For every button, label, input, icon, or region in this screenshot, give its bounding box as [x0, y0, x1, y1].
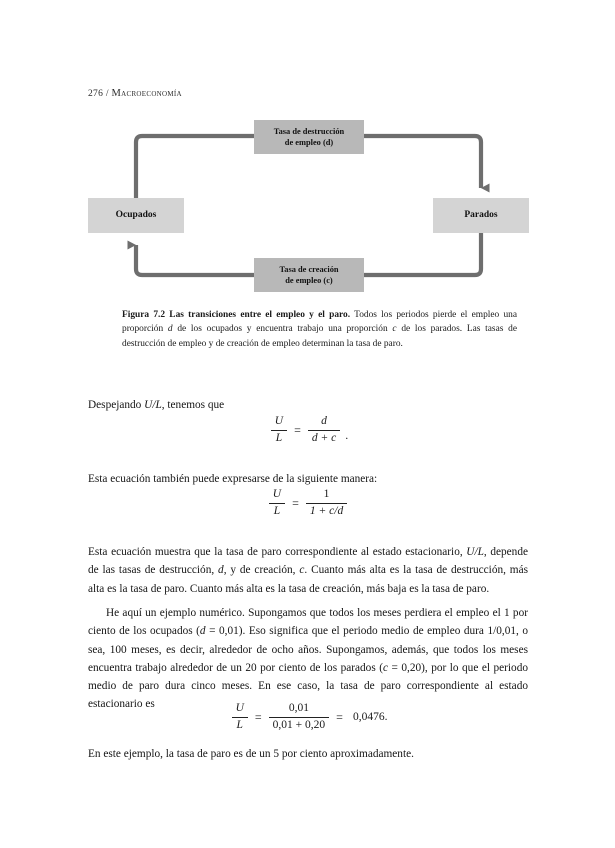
paragraph-1-var: U/L	[144, 399, 162, 411]
figure-caption-var-c: c	[392, 324, 397, 335]
paragraph-3-var-ul: U/L	[466, 546, 484, 558]
equation-3-rhs-numerator: 0,01	[288, 702, 309, 714]
equation-2-rhs-bar	[305, 502, 348, 504]
destruction-rate-line-2: de empleo (d)	[284, 138, 334, 147]
equation-2-relation: =	[292, 495, 299, 510]
paragraph-1-text-a: Despejando	[88, 399, 145, 411]
paragraph-4-var-d: d	[199, 625, 206, 638]
node-unemployed: Parados	[433, 198, 529, 233]
equation-2-rhs-denominator: 1 + c/d	[309, 504, 344, 517]
paragraph-despejando: Despejando U/L, tenemos que	[88, 396, 528, 414]
paragraph-2-text: Esta ecuación también puede expresarse d…	[88, 473, 378, 485]
equation-1-rhs-bar	[307, 429, 341, 431]
equation-3-lhs: U L	[231, 702, 248, 732]
paragraph-otra-forma: Esta ecuación también puede expresarse d…	[88, 470, 528, 488]
equation-2-lhs: U L	[268, 488, 286, 518]
equation-3-rhs-denominator: 0,01 + 0,20	[272, 718, 326, 731]
equation-1-relation: =	[294, 422, 301, 437]
paragraph-3-text-c: , y de creación,	[223, 564, 300, 577]
equation-1-lhs-denominator: L	[275, 431, 283, 444]
node-employed-label: Ocupados	[115, 209, 157, 220]
running-head-separator: /	[105, 89, 109, 99]
node-unemployed-label: Parados	[464, 209, 498, 220]
paragraph-interpretacion: Esta ecuación muestra que la tasa de par…	[88, 543, 528, 598]
paragraph-5-text: En este ejemplo, la tasa de paro es de u…	[88, 748, 414, 760]
equation-1-lhs-bar	[270, 429, 288, 431]
equation-3-result-relation: =	[336, 709, 343, 724]
creation-rate-line-1: Tasa de creación	[279, 264, 339, 274]
book-title: Macroeconomía	[111, 88, 182, 99]
equation-1-rhs: d d + c	[307, 415, 341, 445]
label-destruction-rate: Tasa de destrucción de empleo (d)	[254, 120, 364, 154]
equation-3-rhs: 0,01 0,01 + 0,20	[268, 702, 330, 732]
figure-7-2-diagram: Ocupados Parados Tasa de destrucción de …	[88, 118, 529, 298]
figure-caption-text-2: de los ocupados y encuentra trabajo una …	[172, 324, 393, 335]
node-employed: Ocupados	[88, 198, 184, 233]
paragraph-3-text-a: Esta ecuación muestra que la tasa de par…	[88, 546, 467, 558]
destruction-rate-line-1: Tasa de destrucción	[273, 126, 345, 136]
equation-3-lhs-denominator: L	[236, 718, 243, 731]
label-creation-rate: Tasa de creación de empleo (c)	[254, 258, 364, 292]
equation-1-rhs-denominator: d + c	[311, 431, 337, 444]
paragraph-ejemplo-numerico: He aquí un ejemplo numérico. Supongamos …	[88, 604, 528, 714]
paragraph-1-text-b: , tenemos que	[161, 399, 225, 411]
equation-2-lhs-numerator: U	[272, 488, 282, 500]
equation-3-result: 0,0476.	[352, 711, 388, 724]
creation-rate-line-2: de empleo (c)	[285, 276, 333, 285]
equation-3-lhs-bar	[231, 716, 248, 718]
paragraph-4-text-a: He aquí un ejemplo numérico. Supongamos …	[88, 607, 528, 638]
equation-1-rhs-numerator: d	[321, 415, 327, 427]
equation-2-rhs: 1 1 + c/d	[305, 488, 348, 518]
paragraph-3-text-d: . Cuanto más alta es la tasa de destrucc…	[88, 564, 528, 595]
figure-caption: Figura 7.2 Las transiciones entre el emp…	[122, 308, 517, 351]
paragraph-4-text-b: = 0,01). Eso significa que el periodo me…	[88, 625, 528, 674]
equation-3-lhs-numerator: U	[235, 702, 244, 714]
page-number: 276	[88, 89, 104, 99]
paragraph-3-text-b: , depende de las tasas de destrucción,	[88, 546, 528, 577]
figure-caption-text-3: de los parados. Las tasas de destrucción…	[122, 324, 517, 349]
equation-3: U L = 0,01 0,01 + 0,20 = 0,0476.	[88, 702, 528, 732]
paragraph-3-var-c: c	[299, 564, 305, 577]
equation-1: U L = d d + c .	[88, 415, 528, 445]
equation-1-tail: .	[345, 428, 349, 443]
equation-2: U L = 1 1 + c/d	[88, 488, 528, 518]
equation-2-rhs-numerator: 1	[323, 488, 330, 500]
paragraph-conclusion: En este ejemplo, la tasa de paro es de u…	[88, 745, 528, 763]
figure-caption-var-d: d	[167, 324, 173, 335]
equation-2-lhs-denominator: L	[273, 504, 281, 517]
paragraph-4-text-c: = 0,20), por lo que el periodo medio de …	[88, 661, 528, 711]
equation-3-rhs-bar	[268, 716, 330, 718]
equation-2-lhs-bar	[268, 502, 286, 504]
equation-1-lhs: U L	[270, 415, 288, 445]
running-head: 276 / Macroeconomía	[88, 88, 182, 99]
equation-3-relation: =	[254, 709, 262, 724]
figure-caption-label: Figura 7.2 Las transiciones entre el emp…	[122, 310, 351, 320]
equation-1-lhs-numerator: U	[274, 415, 284, 427]
paragraph-3-var-d: d	[218, 564, 224, 577]
figure-caption-text-1: Todos los periodos pierde el empleo una …	[122, 310, 517, 335]
paragraph-4-var-c: c	[382, 661, 388, 674]
